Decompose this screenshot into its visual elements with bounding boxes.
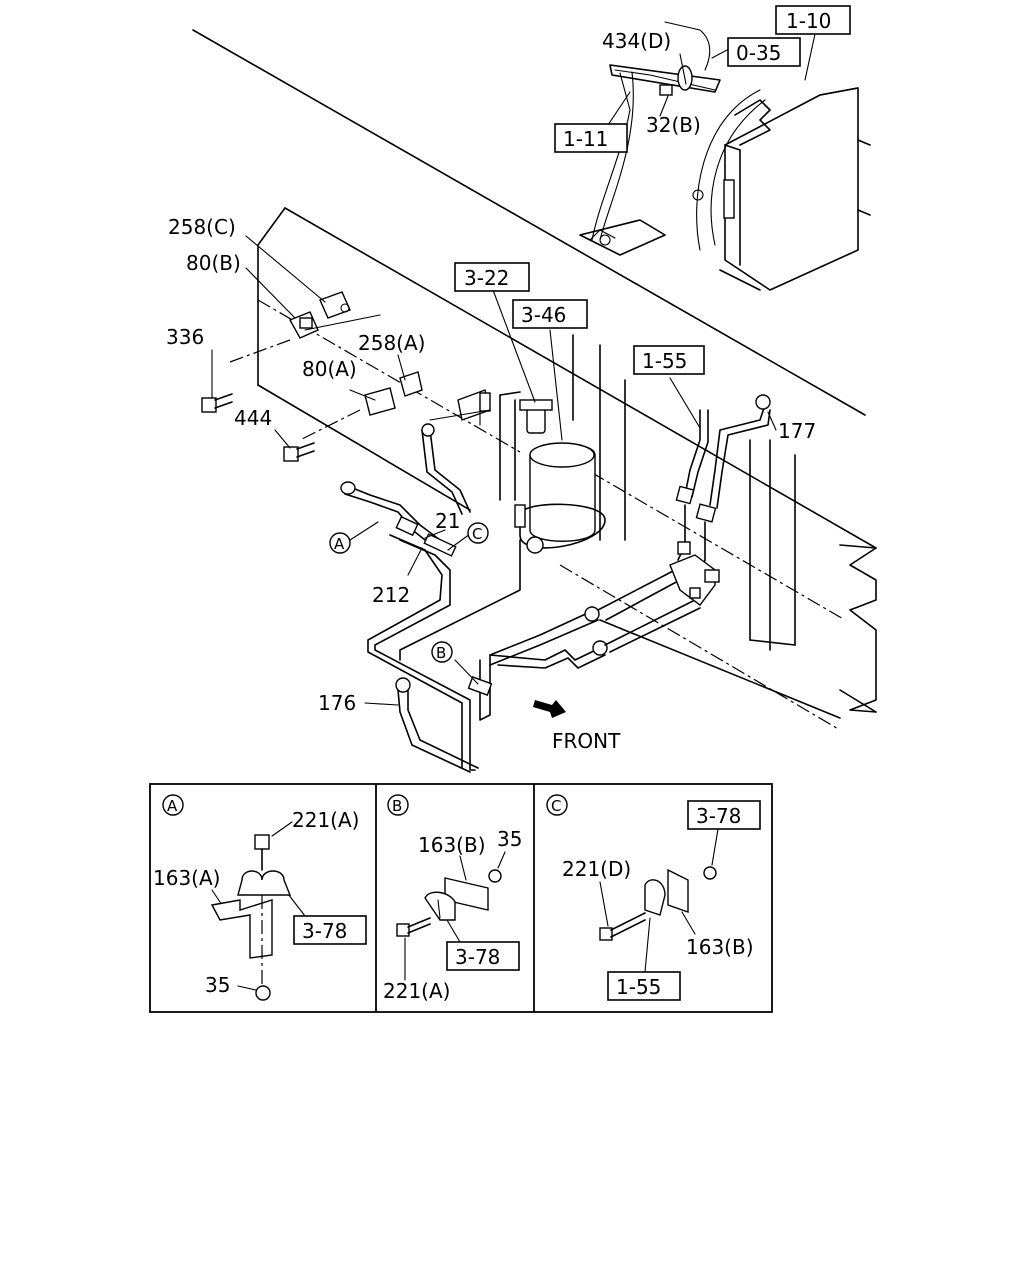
ref-1-55: 1-55	[642, 349, 687, 373]
tee-fittings	[229, 291, 423, 441]
detail-a-tag: A	[167, 797, 178, 815]
label-80b: 80(B)	[186, 251, 241, 275]
pressure-switch	[457, 389, 553, 434]
front-arrow-icon	[533, 700, 566, 718]
condenser	[692, 87, 871, 291]
ref-3-22: 3-22	[464, 266, 509, 290]
callout-c: C	[472, 525, 482, 543]
detail-c-221d: 221(D)	[562, 857, 631, 881]
callout-b: B	[436, 644, 446, 662]
detail-a-163a: 163(A)	[153, 866, 220, 890]
label-212: 212	[372, 583, 410, 607]
detail-b-ref: 3-78	[455, 945, 500, 969]
ref-3-46: 3-46	[521, 303, 566, 327]
ref-1-11: 1-11	[563, 127, 608, 151]
label-80a: 80(A)	[302, 357, 357, 381]
detail-c-ref-bottom: 1-55	[616, 975, 661, 999]
label-front: FRONT	[552, 729, 621, 753]
detail-a-ref: 3-78	[302, 919, 347, 943]
callout-markers: A C B	[329, 522, 489, 663]
detail-a-221a: 221(A)	[292, 808, 359, 832]
label-258c: 258(C)	[168, 215, 236, 239]
detail-b-tag: B	[392, 797, 402, 815]
detail-a-35: 35	[205, 973, 230, 997]
ref-1-10: 1-10	[786, 9, 831, 33]
label-336: 336	[166, 325, 204, 349]
pipe-lines	[340, 394, 771, 773]
receiver-drier	[514, 442, 606, 554]
bolt-336	[201, 393, 233, 413]
cross-member	[499, 334, 796, 651]
detail-a: A 221(A) 163(A) 3-78 35	[153, 794, 367, 1001]
part-labels: 434(D) 32(B) 258(C) 80(B) 336 258(A) 80(…	[166, 29, 816, 753]
label-444: 444	[234, 406, 272, 430]
label-258a: 258(A)	[358, 331, 425, 355]
detail-b-221a: 221(A)	[383, 979, 450, 1003]
label-21: 21	[435, 509, 460, 533]
detail-c: C 3-78 221(D) 163(B) 1-55	[546, 794, 761, 1001]
detail-b-163b: 163(B)	[418, 833, 486, 857]
detail-c-163b: 163(B)	[686, 935, 754, 959]
ref-0-35: 0-35	[736, 41, 781, 65]
detail-panels	[149, 783, 773, 1013]
condenser-bracket	[579, 21, 721, 256]
reference-boxes: 1-10 0-35 1-11 3-22 3-46 1-55	[454, 5, 851, 375]
detail-b-35: 35	[497, 827, 522, 851]
detail-c-tag: C	[551, 797, 561, 815]
frame-rail	[192, 29, 877, 731]
label-434d: 434(D)	[602, 29, 671, 53]
label-32b: 32(B)	[646, 113, 701, 137]
detail-c-ref-top: 3-78	[696, 804, 741, 828]
bolt-444	[283, 442, 315, 462]
callout-a: A	[334, 535, 345, 553]
label-176: 176	[318, 691, 356, 715]
detail-b: B 163(B) 35 3-78 221(A)	[383, 794, 522, 1003]
label-177: 177	[778, 419, 816, 443]
